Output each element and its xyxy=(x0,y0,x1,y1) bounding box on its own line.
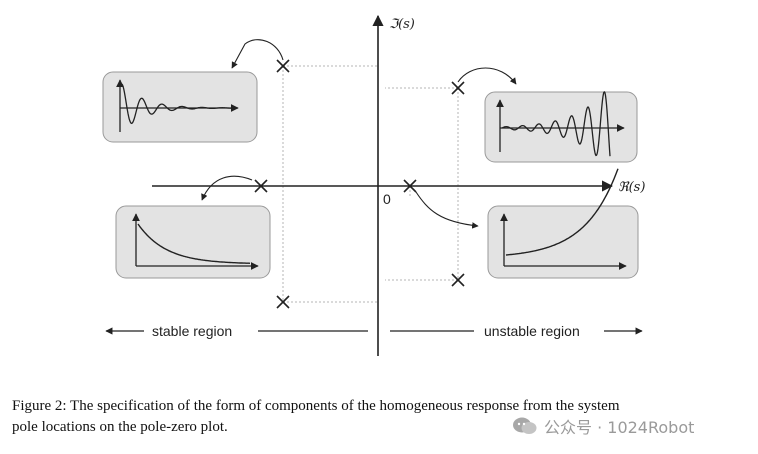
pole-marker xyxy=(451,273,465,287)
pole-zero-diagram: ℑ(s) ℜ(s) 0 xyxy=(102,14,645,356)
axes xyxy=(152,14,614,356)
pole-marker xyxy=(403,179,417,193)
caption-line: pole locations on the pole-zero plot. xyxy=(12,419,228,435)
poles xyxy=(254,59,465,309)
pole-marker xyxy=(451,81,465,95)
origin-label: 0 xyxy=(383,191,391,207)
caption-line: Figure 2: The specification of the form … xyxy=(12,398,620,414)
guide-lines xyxy=(282,65,459,303)
exponential-growth-curve xyxy=(505,168,619,256)
unstable-region-label: unstable region xyxy=(484,323,580,339)
unstable-region-indicator: unstable region xyxy=(390,323,643,339)
decaying-oscillation-curve xyxy=(121,83,232,125)
response-box-exponential-decay xyxy=(115,205,271,279)
figure-caption: Figure 2: The specification of the form … xyxy=(12,396,752,438)
response-box-decaying-oscillation xyxy=(102,71,258,143)
watermark-text: 公众号 · 1024Robot xyxy=(544,418,695,437)
pole-marker xyxy=(276,295,290,309)
real-axis-label: ℜ(s) xyxy=(618,180,645,195)
response-box-growing-oscillation xyxy=(484,91,638,163)
arrow-to-stable-real xyxy=(201,175,253,201)
exponential-decay-curve xyxy=(137,223,251,264)
arrow-to-stable-oscillatory xyxy=(231,39,284,69)
pole-marker xyxy=(276,59,290,73)
growing-oscillation-curve xyxy=(501,91,611,157)
pointer-arrows xyxy=(201,39,517,229)
response-box-exponential-growth xyxy=(487,168,639,279)
stable-region-indicator: stable region xyxy=(105,323,368,339)
watermark: 公众号 · 1024Robot xyxy=(512,414,694,438)
arrow-to-unstable-oscillatory xyxy=(457,67,517,85)
stable-region-label: stable region xyxy=(152,323,232,339)
imaginary-axis-label: ℑ(s) xyxy=(389,17,415,32)
arrow-to-unstable-real xyxy=(415,191,479,229)
chat-bubbles-icon xyxy=(513,417,537,434)
pole-marker xyxy=(254,179,268,193)
